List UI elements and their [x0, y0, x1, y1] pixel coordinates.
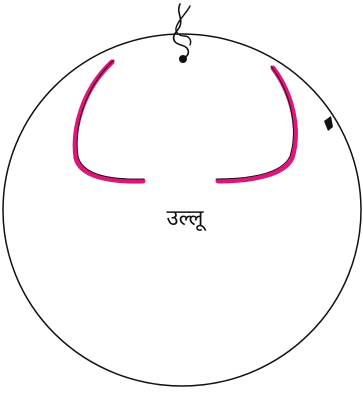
- owl-label: उल्लू: [167, 206, 207, 232]
- right-eye-arc: [216, 66, 295, 181]
- left-eye-arc: [75, 60, 144, 181]
- hanging-hole-dot: [179, 55, 187, 63]
- ink-mark: [324, 116, 333, 131]
- hanging-thread: [174, 4, 191, 60]
